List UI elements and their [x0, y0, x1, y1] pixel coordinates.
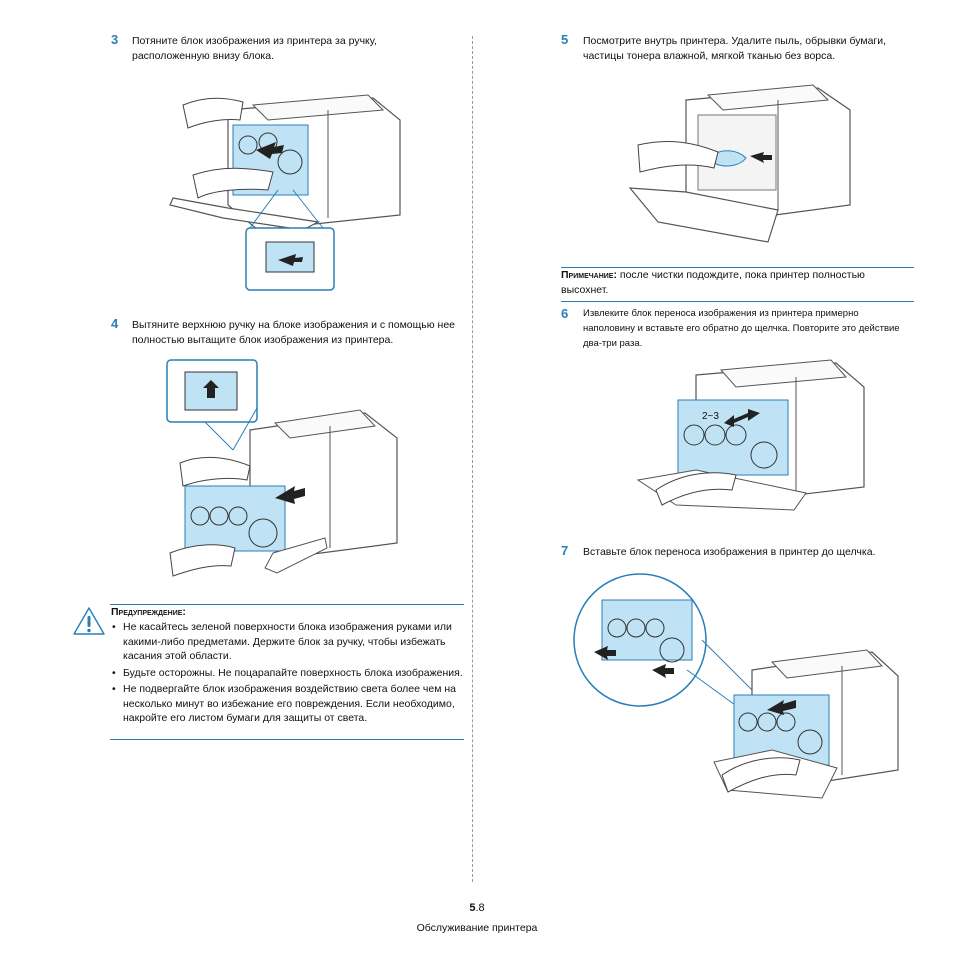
warning-bottom-rule [110, 739, 464, 740]
step-6-figure-label: 2~3 [702, 411, 719, 422]
warning-list: Не касайтесь зеленой поверхности блока и… [111, 620, 468, 728]
page-number: 5.8 [0, 902, 954, 914]
column-divider [472, 36, 473, 882]
step-3-number: 3 [111, 32, 119, 47]
warning-icon [73, 607, 105, 635]
note-text: после чистки подождите, пока принтер пол… [561, 269, 865, 296]
step-3-illustration [169, 94, 401, 291]
page-suffix: .8 [475, 902, 485, 914]
footer-section-title: Обслуживание принтера [416, 922, 538, 934]
note-title: Примечание: [561, 269, 617, 281]
chapter-number: 5 [469, 902, 476, 914]
step-5-text: Посмотрите внутрь принтера. Удалите пыль… [583, 35, 887, 62]
step-4-text: Вытяните верхнюю ручку на блоке изображе… [132, 319, 456, 346]
step-3-text: Потяните блок изображения из принтера за… [132, 35, 377, 62]
note-block: Примечание: после чистки подождите, пока… [561, 268, 911, 298]
step-6-text: Извлеките блок переноса изображения из п… [583, 308, 900, 349]
step-5-number: 5 [561, 32, 569, 47]
warning-item: Не подвергайте блок изображения воздейст… [112, 682, 468, 726]
note-bottom-rule [561, 301, 914, 302]
step-7-number: 7 [561, 543, 569, 558]
step-6-illustration: 2~3 [636, 359, 865, 511]
warning-top-rule [110, 604, 464, 605]
step-5-illustration [628, 84, 851, 243]
note-top-rule [561, 267, 914, 268]
step-4-illustration [166, 359, 398, 577]
step-7-illustration [573, 573, 899, 799]
step-7-text: Вставьте блок переноса изображения в при… [583, 546, 876, 558]
warning-item: Не касайтесь зеленой поверхности блока и… [112, 620, 468, 664]
step-6-number: 6 [561, 306, 569, 321]
warning-item: Будьте осторожны. Не поцарапайте поверхн… [112, 666, 468, 681]
step-4-number: 4 [111, 316, 119, 331]
warning-title: Предупреждение: [111, 606, 186, 618]
